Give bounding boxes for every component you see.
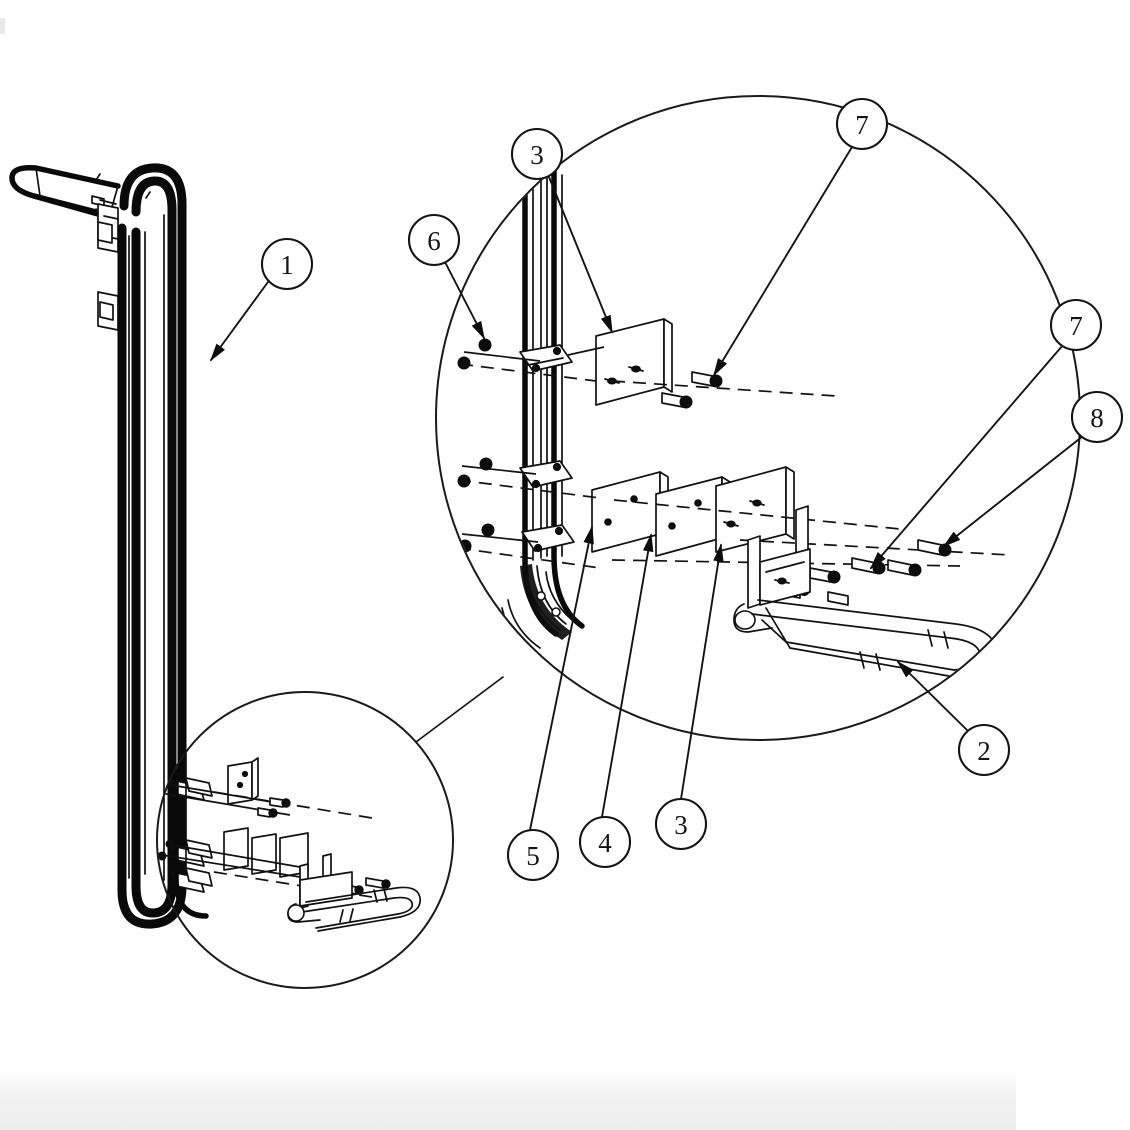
mounting-bracket-lower: [715, 466, 795, 553]
bolt-upper-second: [661, 392, 693, 409]
balloon-circle-7[interactable]: [835, 97, 889, 151]
bolt-long: [917, 539, 952, 557]
leader-line-4: [601, 534, 652, 818]
balloon-label-1: 1: [280, 250, 294, 280]
detail-rail-post: [501, 169, 585, 655]
balloon-label-3: 3: [674, 810, 688, 840]
detail-connector-line: [415, 676, 504, 743]
leader-line-7: [870, 344, 1064, 569]
callout-balloon-1[interactable]: 1: [209, 237, 314, 362]
leader-line-3: [548, 176, 613, 333]
callout-balloon-6[interactable]: 6: [407, 213, 485, 340]
leader-arrowhead-3: [713, 543, 724, 563]
balloon-label-2: 2: [977, 736, 991, 766]
balloon-label-6: 6: [427, 226, 441, 256]
callout-balloon-7[interactable]: 7: [869, 298, 1103, 570]
detail-post-tabs: [519, 344, 575, 553]
main-rail-clamp-lower: [97, 291, 119, 331]
balloon-label-8: 8: [1090, 403, 1104, 433]
callout-balloon-2[interactable]: 2: [896, 660, 1011, 777]
balloon-circle-6[interactable]: [407, 213, 461, 267]
leader-line-8: [943, 435, 1084, 547]
balloon-circle-4[interactable]: [578, 815, 632, 869]
balloon-circle-3[interactable]: [510, 127, 564, 181]
leader-line-3: [680, 544, 722, 800]
leader-arrowhead-6: [471, 320, 485, 340]
balloon-circle-7[interactable]: [1049, 298, 1103, 352]
leader-arrowhead-2: [896, 660, 914, 678]
leader-line-5: [529, 526, 593, 831]
callout-balloon-4[interactable]: 4: [578, 533, 654, 869]
balloon-label-5: 5: [526, 841, 540, 871]
callout-balloon-5[interactable]: 5: [506, 525, 594, 882]
leader-line-7: [713, 146, 853, 376]
leader-arrowhead-3: [600, 314, 613, 334]
bolt-upper: [691, 371, 723, 388]
nut-stack: [457, 338, 495, 553]
leader-arrowhead-1: [209, 343, 225, 362]
balloon-label-7: 7: [855, 110, 869, 140]
balloon-circle-5[interactable]: [506, 828, 560, 882]
callout-balloon-8[interactable]: 8: [942, 390, 1124, 548]
detail-view-small: [156, 691, 454, 989]
callout-balloon-7[interactable]: 7: [713, 97, 889, 377]
balloon-circle-8[interactable]: [1070, 390, 1124, 444]
callout-balloon-3[interactable]: 3: [654, 543, 724, 851]
leader-arrowhead-7: [869, 552, 886, 570]
main-rail-tube-inner: [131, 176, 177, 918]
balloon-layer: 1 2 3 3 4 5 6 7 7 8: [209, 97, 1124, 882]
detail-view-large: [435, 95, 1081, 741]
leader-arrowhead-5: [583, 525, 594, 545]
balloon-label-3: 3: [530, 140, 544, 170]
leader-arrowhead-4: [642, 533, 654, 553]
small-detail-footrest: [287, 853, 421, 932]
mounting-bracket-upper: [595, 318, 673, 406]
callout-balloon-3[interactable]: 3: [510, 127, 613, 334]
balloon-circle-1[interactable]: [260, 237, 314, 291]
balloon-label-4: 4: [598, 828, 612, 858]
bolt-lower-set: [851, 557, 922, 577]
balloon-circle-2[interactable]: [957, 723, 1011, 777]
leader-arrowhead-8: [942, 531, 961, 548]
leader-arrowhead-7: [713, 358, 728, 377]
balloon-circle-3[interactable]: [654, 797, 708, 851]
main-rail-clamp-upper: [97, 203, 119, 253]
main-rail-assembly: [9, 163, 205, 929]
balloon-label-7: 7: [1069, 311, 1083, 341]
